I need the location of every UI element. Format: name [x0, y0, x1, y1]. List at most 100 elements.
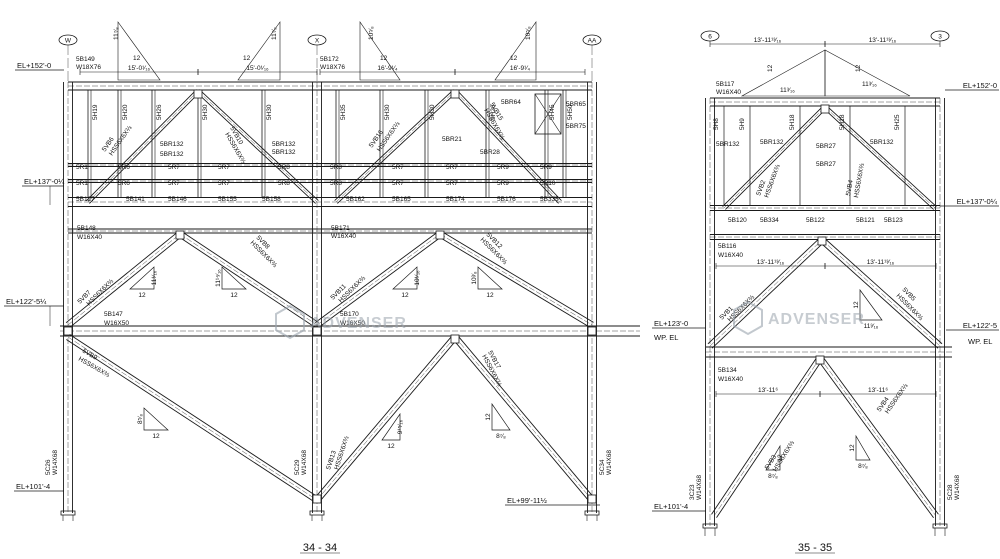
slope-indicator-run: 12 — [230, 292, 238, 299]
top-slope-rise: 10⁵⁄₈ — [525, 26, 532, 40]
post-mark: 5H18 — [789, 114, 796, 130]
slope-indicator-triangle — [392, 266, 418, 290]
upper-brace — [334, 89, 457, 204]
brace-mark: 5VB4 — [845, 179, 855, 196]
upper-beam-mark: 5BR132 — [160, 141, 184, 148]
mid-beam-mark: 5B116 — [718, 243, 737, 250]
upper-brace-edge — [89, 92, 200, 204]
mid-brace — [314, 231, 443, 328]
post-mark: 5H35 — [340, 104, 347, 120]
upper-brace — [453, 89, 562, 204]
mid-brace-edge — [65, 231, 179, 324]
upper-beam-mark: 5BR132 — [272, 149, 296, 156]
mid-gusset — [435, 230, 445, 240]
top-slope-triangle — [117, 21, 161, 81]
floor-beam-mark: 5B335 — [540, 196, 559, 203]
low-brace — [817, 355, 939, 519]
mid-brace-edge — [823, 237, 943, 345]
top-slope-triangle — [359, 21, 401, 81]
mid-brace-centerline — [67, 233, 181, 326]
post-mark: 5H45 — [549, 104, 556, 120]
upper-brace-edge — [826, 105, 937, 207]
floor-beam-mark: 5B162 — [346, 196, 365, 203]
mid-brace — [438, 231, 594, 328]
base-plate — [60, 510, 76, 516]
upper-gusset — [193, 89, 203, 99]
upper-brace — [823, 105, 937, 210]
top-beam-mark: 5B172 — [320, 56, 339, 63]
top-slope-rise: 10⁵⁄₈ — [368, 26, 375, 40]
low-brace — [452, 334, 595, 503]
grid-bubble-X: X — [307, 34, 327, 46]
girt-mark-row2: 5R7 — [218, 180, 230, 187]
top-dim: 13'-11¹³⁄₁₆ — [709, 37, 826, 47]
elevation-mark-text: EL+122'-5 — [963, 321, 997, 330]
floor-beam-mark: 5B127 — [76, 196, 95, 203]
base-gusset — [312, 494, 322, 504]
slope-indicator-run: 12 — [486, 292, 494, 299]
slope-indicator-run: 11³⁄₁₆ — [864, 323, 879, 330]
upper-beam-mark: 5BR132 — [716, 141, 740, 148]
girt-mark-row2: 5R1 — [76, 180, 88, 187]
mid-brace-edge — [318, 236, 443, 328]
grid-bubble-3: 3 — [930, 30, 950, 42]
watermark-text: ADVENSER — [310, 315, 407, 332]
slope-indicator-rise: 12 — [777, 454, 784, 462]
column-mark: 5C28 — [947, 484, 954, 500]
upper-brace — [722, 105, 827, 210]
elevation-mark: EL+101'-4 — [14, 482, 64, 492]
top-dim-text: 15'-0¹⁄₁₆ — [246, 65, 269, 72]
grid-bubble-W: W — [58, 34, 78, 46]
low-gusset — [450, 334, 460, 344]
low-brace-edge — [822, 355, 939, 515]
mid-brace-centerline — [316, 233, 441, 326]
post-mark: 5H8 — [713, 118, 720, 130]
wp-beam-size: W16X50 — [340, 320, 365, 327]
mid-beam-size: W16X40 — [77, 234, 102, 241]
upper-beam-mark: 5BR21 — [442, 136, 462, 143]
upper-floor-beam — [710, 205, 940, 211]
wp-beam-mark: 5B134 — [718, 367, 737, 374]
brace-size: HSS6X6X⅔ — [853, 162, 866, 198]
top-slope-triangle — [494, 21, 537, 81]
watermark-logo-icon — [275, 304, 305, 340]
top-slope-rise: 11⁷⁄₈ — [271, 27, 278, 40]
low-brace-edge — [456, 334, 595, 499]
elevation-wp: WP. EL — [654, 333, 678, 342]
mid-brace-edge — [438, 236, 591, 328]
upper-brace-edge — [86, 89, 197, 201]
elevation-mark-text: EL+101'-4 — [654, 502, 688, 511]
upper-brace-centerline — [87, 90, 199, 203]
slope-indicator-triangle — [859, 288, 883, 321]
top-slope-run: 12 — [133, 55, 141, 62]
post-mark: 5H25 — [894, 114, 901, 130]
low-brace-edge — [716, 359, 823, 518]
post-mark: 5H30 — [266, 104, 273, 120]
mid-brace — [819, 237, 943, 349]
low-dim-text: 13'-11⁶ — [758, 387, 778, 394]
mid-brace-edge — [178, 236, 316, 328]
elevation-mark-text: EL+152'-0 — [17, 61, 51, 70]
post-mark: 5H30 — [202, 104, 209, 120]
mid-dim-text: 13'-11¹³⁄₁₆ — [757, 259, 785, 266]
column-size: W14X68 — [696, 475, 703, 500]
upper-beam-mark: 5BR65 — [566, 101, 586, 108]
elevation-mark: EL+152'-0 — [945, 81, 999, 91]
elevation-mark-text: EL+123'-0 — [654, 319, 688, 328]
girt-mark-row1: 5R6 — [118, 164, 130, 171]
upper-brace-edge — [823, 108, 934, 210]
top-slope-run: 12 — [510, 55, 518, 62]
upper-brace-edge — [196, 92, 316, 204]
slope-indicator-rise: 12 — [485, 413, 492, 421]
wp-beam-size: W16X40 — [718, 376, 743, 383]
top-dim-text: 16'-9¹⁄₄ — [510, 65, 531, 72]
mid-brace-edge — [314, 231, 439, 323]
low-brace-centerline — [316, 336, 456, 501]
top-dim-text: 15'-0¹⁄₁₆ — [128, 65, 151, 72]
elevation-mark: EL+152'-0 — [15, 61, 64, 71]
